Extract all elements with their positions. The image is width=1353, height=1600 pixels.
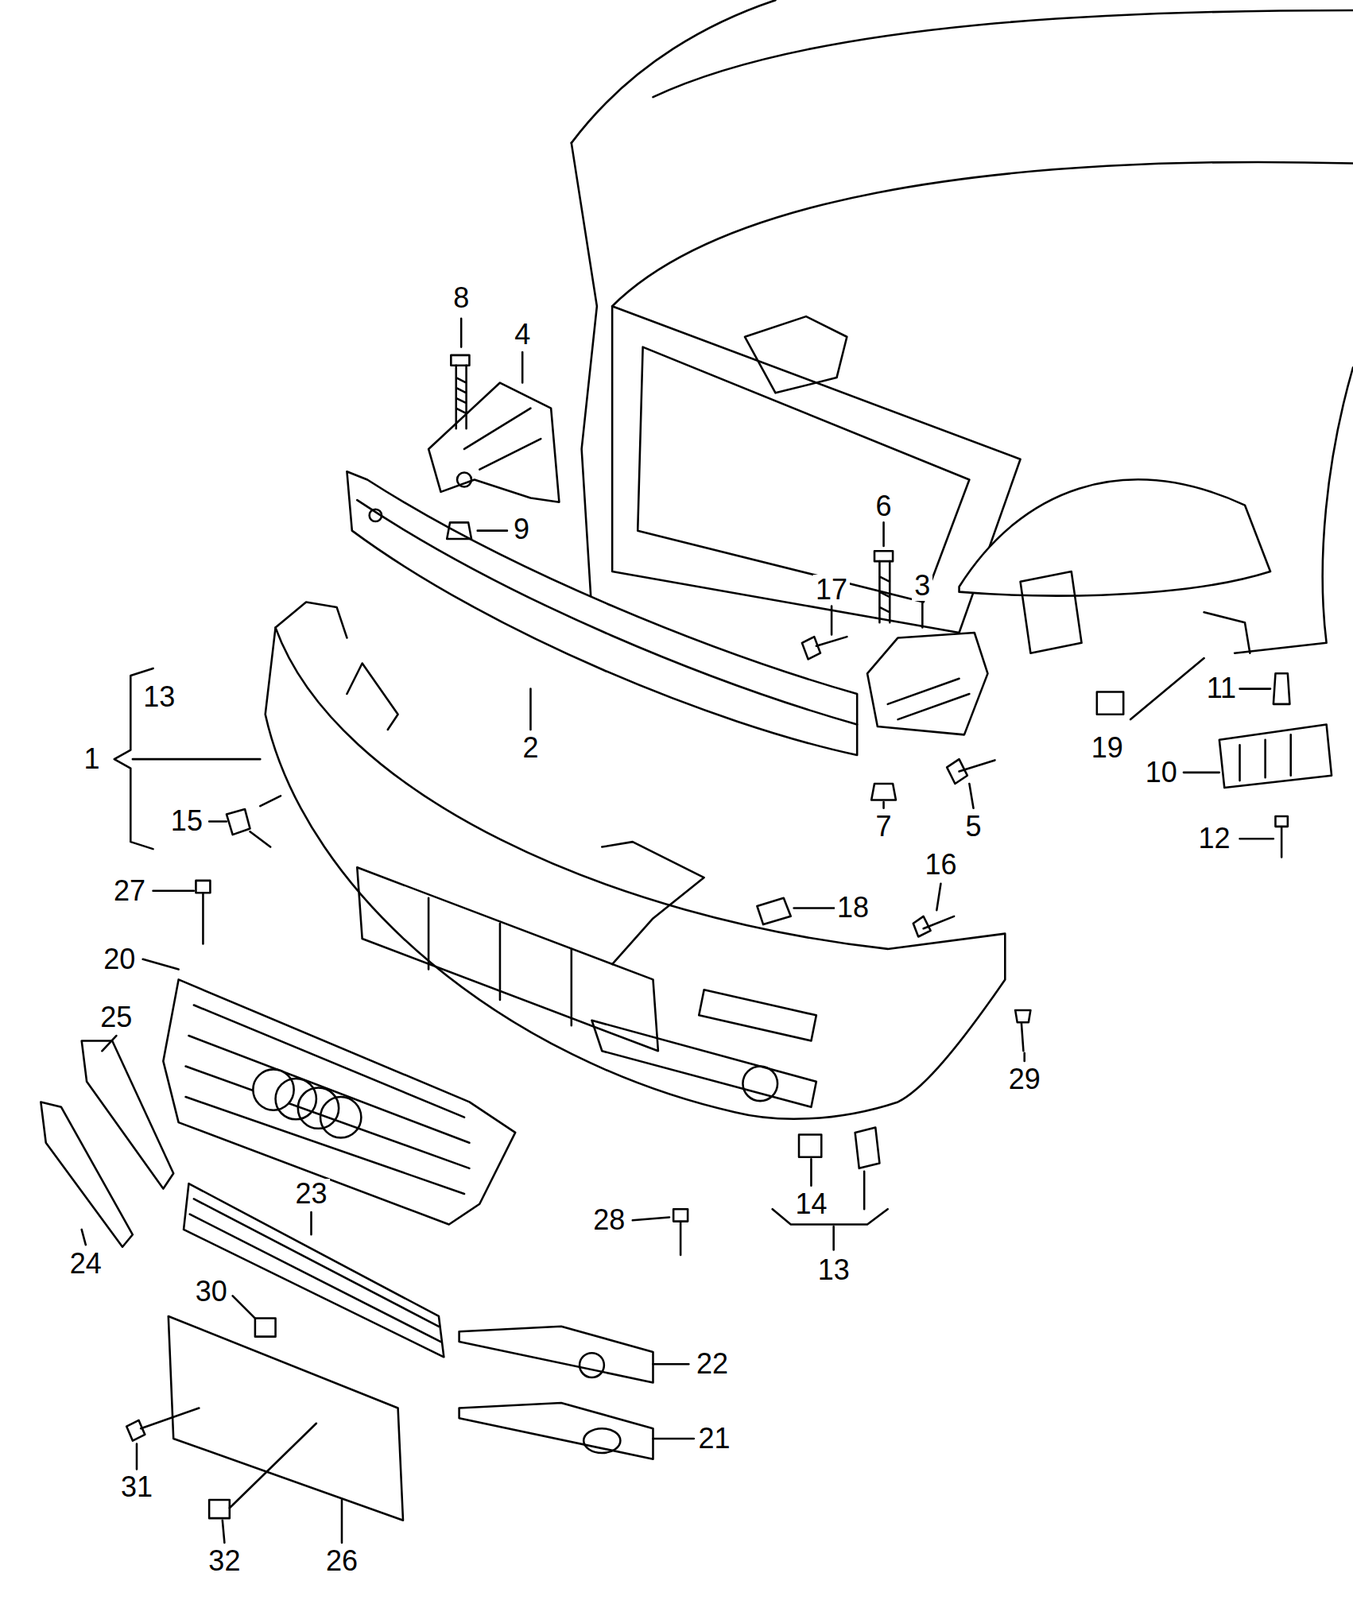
callout-number: 26 bbox=[323, 1546, 361, 1577]
callout-number: 30 bbox=[193, 1276, 230, 1307]
callout-number: 20 bbox=[100, 944, 138, 975]
callout-number: 1 bbox=[81, 744, 103, 775]
callout-number: 5 bbox=[963, 811, 985, 842]
callout-number: 27 bbox=[111, 876, 148, 907]
callout-number: 13 bbox=[815, 1255, 853, 1286]
callout-number: 11 bbox=[1204, 673, 1239, 704]
callout-number: 7 bbox=[873, 811, 895, 842]
callout-number: 17 bbox=[813, 574, 850, 605]
callout-number: 24 bbox=[67, 1248, 105, 1280]
callout-number: 31 bbox=[118, 1472, 156, 1503]
callout-number: 13 bbox=[140, 682, 178, 713]
callout-number: 25 bbox=[97, 1002, 135, 1033]
callout-number: 14 bbox=[792, 1189, 830, 1220]
callout-number: 18 bbox=[834, 892, 872, 923]
callout-number: 12 bbox=[1195, 823, 1233, 854]
callout-number: 2 bbox=[519, 732, 541, 764]
callout-number: 6 bbox=[873, 491, 895, 522]
callout-number: 21 bbox=[695, 1423, 733, 1454]
callout-number: 8 bbox=[450, 283, 472, 314]
callout-number: 19 bbox=[1089, 732, 1126, 764]
callout-number: 29 bbox=[1006, 1064, 1043, 1095]
callout-number: 15 bbox=[168, 806, 206, 837]
callout-number: 4 bbox=[511, 319, 533, 350]
callout-number: 23 bbox=[292, 1178, 330, 1210]
callout-number: 16 bbox=[922, 849, 959, 881]
callout-number: 22 bbox=[693, 1349, 731, 1380]
callout-number: 3 bbox=[911, 570, 933, 601]
callout-number: 10 bbox=[1143, 757, 1180, 788]
callout-number: 32 bbox=[205, 1546, 243, 1577]
callout-number: 9 bbox=[511, 514, 532, 545]
callout-number: 28 bbox=[590, 1205, 628, 1236]
